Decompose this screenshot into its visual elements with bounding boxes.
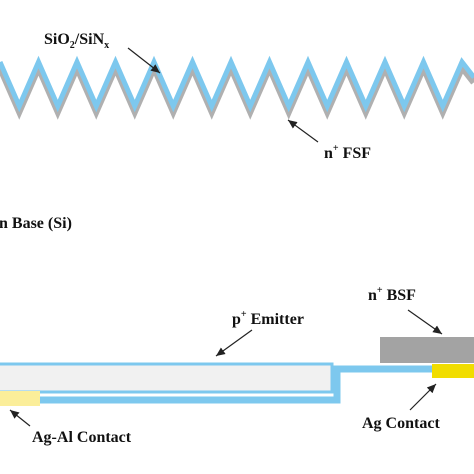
emitter-arrow: [215, 329, 253, 357]
bsf-region: [380, 337, 474, 363]
antireflection-coating: [0, 55, 474, 113]
ag-al-contact: [0, 391, 40, 406]
front-textured-surface: [0, 55, 474, 120]
base-region-label: n Base (Si): [0, 215, 72, 232]
arrows: [9, 47, 443, 427]
ag-al-contact-arrow: [9, 409, 31, 427]
bsf-arrow: [407, 309, 443, 335]
ag-contact-arrow: [409, 383, 437, 411]
rear-passivation-line: [40, 365, 474, 404]
ag-contact: [432, 364, 474, 378]
coating-label: SiO2/SiNx: [44, 31, 109, 51]
coating-arrow: [127, 47, 161, 74]
ag-contact-label: Ag Contact: [362, 415, 440, 432]
ag-al-contact-label: Ag-Al Contact: [32, 429, 132, 446]
emitter-label: p+ Emitter: [232, 309, 304, 328]
fsf-arrow: [287, 119, 319, 143]
bsf-label: n+ BSF: [368, 285, 416, 304]
emitter-region: [0, 362, 334, 394]
fsf-label: n+ FSF: [324, 143, 371, 162]
rear-structure: [0, 337, 474, 406]
